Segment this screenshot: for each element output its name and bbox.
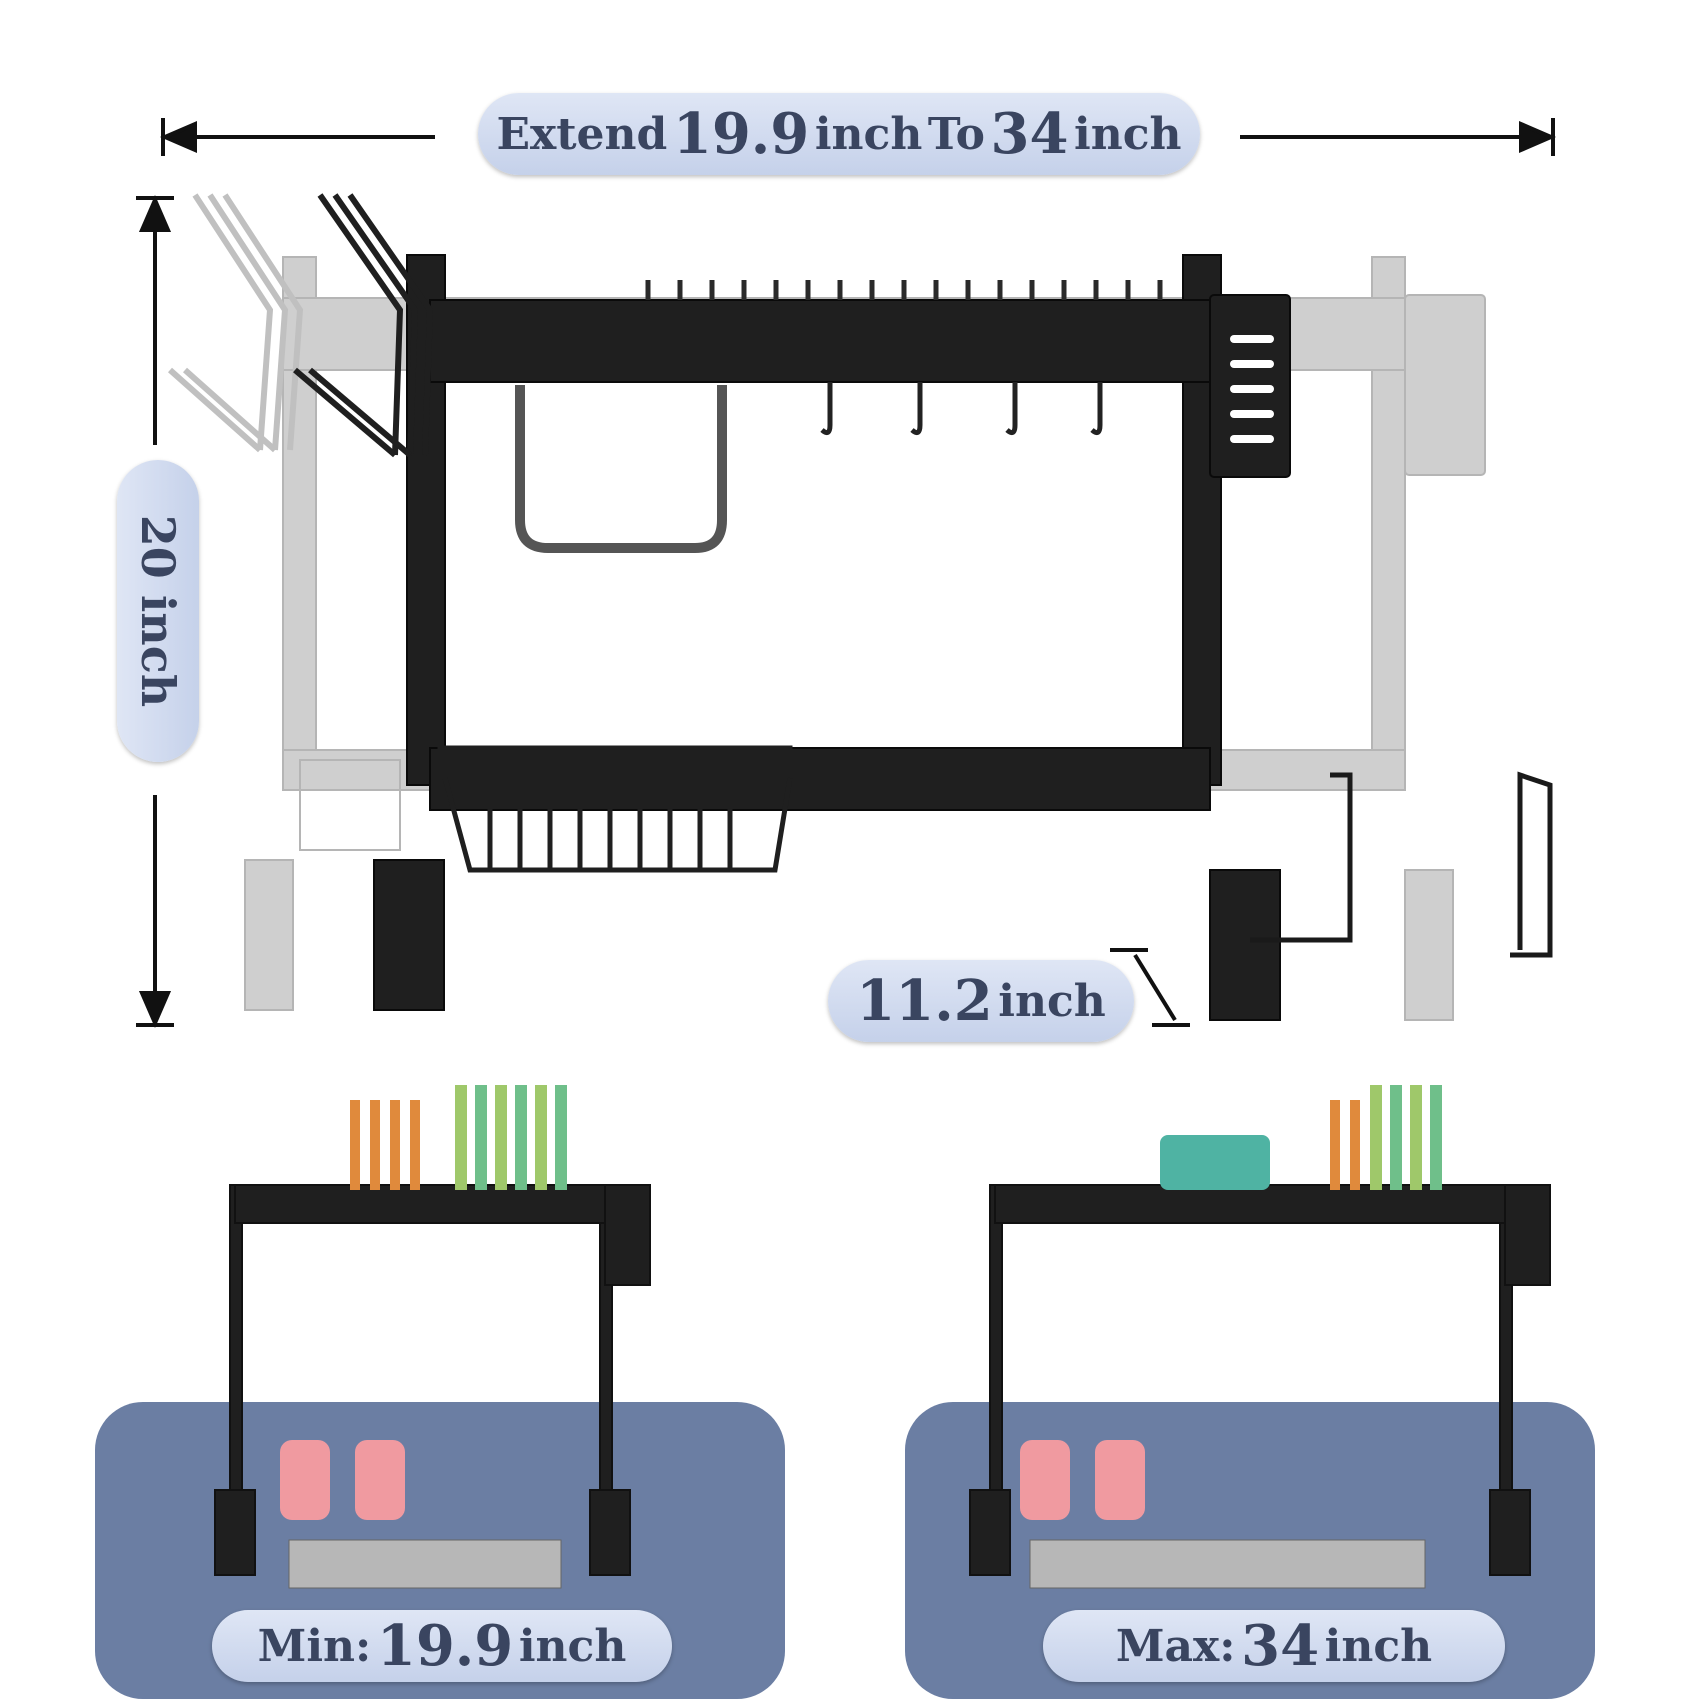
black-rack [373,254,1291,1021]
right-mini-rack [969,1184,1551,1576]
hooks [820,382,1103,436]
sponge-basket [437,745,793,873]
max-width-label: Max: 34 inch [1043,1610,1505,1682]
depth-label: 11.2 inch [828,960,1134,1042]
dish-rods [645,280,1163,300]
max-value: 34 [1241,1613,1320,1679]
right-sink [1029,1539,1426,1589]
knife-holder [515,385,727,553]
max-label: Max: [1115,1620,1236,1672]
height-arrow [136,194,174,1029]
right-gloves [1020,1440,1145,1520]
ghost-cup-holder [168,193,304,453]
max-width-value: 34 [990,101,1069,167]
cup-holder [293,193,434,458]
left-plates [350,1085,567,1190]
width-range-label: Extend 19.9 inch To 34 inch [478,93,1200,175]
depth-unit: inch [998,975,1106,1027]
left-gloves [280,1440,405,1520]
unit-2: inch [1074,108,1182,160]
left-sink [288,1539,562,1589]
depth-value: 11.2 [856,968,993,1034]
width-arrow [159,118,1557,156]
min-width-label: Min: 19.9 inch [212,1610,672,1682]
min-value: 19.9 [376,1613,514,1679]
height-label: 20 inch [117,460,199,762]
depth-arrow [1110,948,1190,1027]
utensil-slots [1230,335,1274,443]
left-mini-rack [214,1184,651,1576]
unit-1: inch [814,108,923,160]
to-word: To [927,108,985,160]
min-label: Min: [257,1620,372,1672]
max-unit: inch [1324,1620,1433,1672]
right-plates [1160,1085,1442,1190]
min-unit: inch [518,1620,627,1672]
extend-word: Extend [496,108,668,160]
min-width-value: 19.9 [672,101,810,167]
board-holders [1250,771,1553,958]
